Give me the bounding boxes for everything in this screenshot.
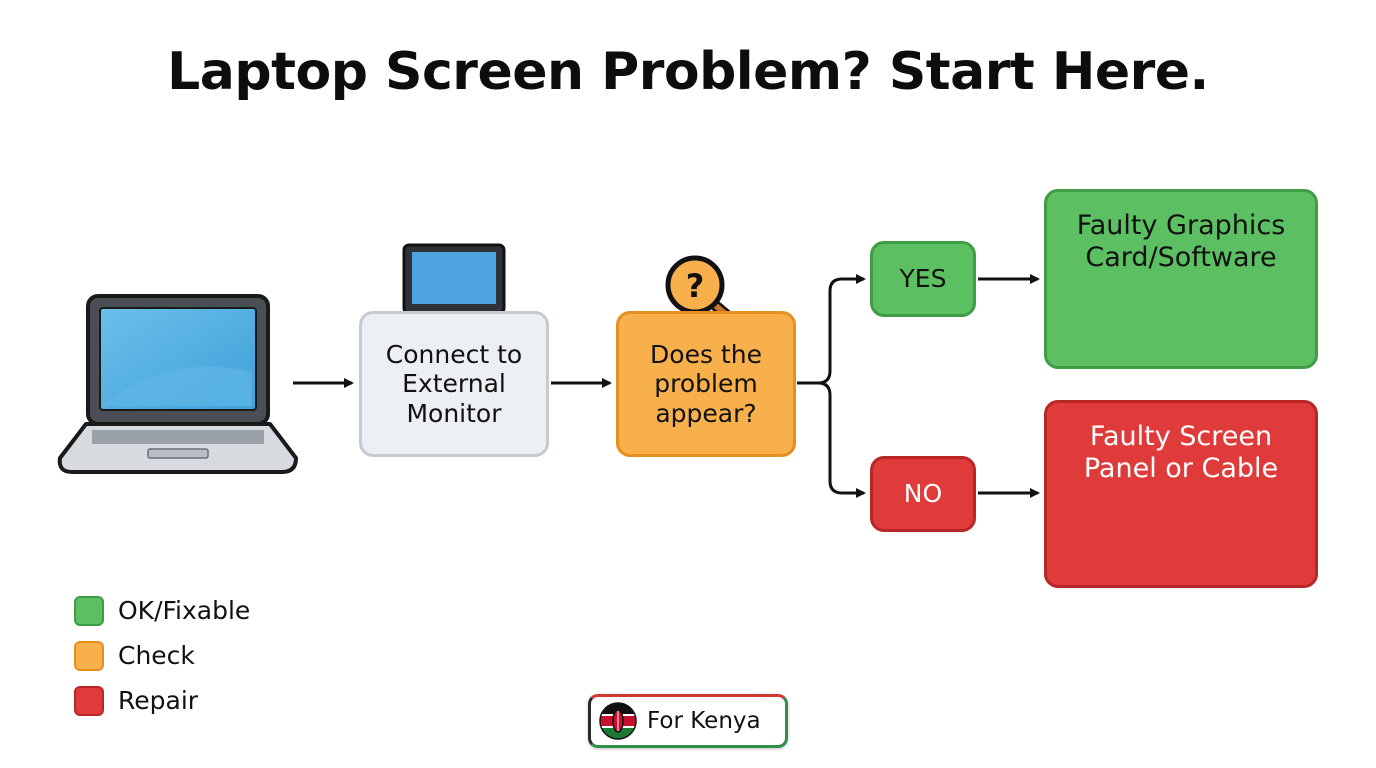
branch-no-label: NO <box>903 479 943 509</box>
arrow-question-to-yes <box>797 274 866 385</box>
legend-label-repair: Repair <box>118 686 199 715</box>
legend-item-repair: Repair <box>74 678 250 723</box>
result-faulty-screen-label: Faulty Screen Panel or Cable <box>1083 421 1279 484</box>
branch-no: NO <box>870 456 976 532</box>
legend-item-check: Check <box>74 633 250 678</box>
result-faulty-graphics: Faulty Graphics Card/Software <box>1044 189 1318 369</box>
step-connect-external-monitor: Connect to External Monitor <box>359 311 549 457</box>
badge-label: For Kenya <box>647 708 761 734</box>
branch-yes-label: YES <box>899 264 947 294</box>
result-faulty-graphics-label: Faulty Graphics Card/Software <box>1076 210 1286 273</box>
legend-item-ok: OK/Fixable <box>74 588 250 633</box>
arrow-question-to-no <box>817 381 866 498</box>
for-kenya-badge: For Kenya <box>588 694 788 748</box>
legend: OK/Fixable Check Repair <box>74 588 250 723</box>
branch-yes: YES <box>870 241 976 317</box>
legend-label-check: Check <box>118 641 195 670</box>
laptop-icon <box>57 294 298 474</box>
legend-swatch-red <box>74 685 104 716</box>
connector-arrows <box>293 274 1040 498</box>
legend-swatch-orange <box>74 640 104 671</box>
step-connect-label: Connect to External Monitor <box>385 339 523 428</box>
legend-label-ok: OK/Fixable <box>118 596 251 625</box>
svg-text:?: ? <box>686 267 705 305</box>
legend-swatch-green <box>74 595 104 626</box>
step-does-problem-appear: Does the problem appear? <box>616 311 796 457</box>
step-question-label: Does the problem appear? <box>650 339 762 428</box>
result-faulty-screen: Faulty Screen Panel or Cable <box>1044 400 1318 588</box>
kenya-flag-icon <box>599 702 637 740</box>
page-title: Laptop Screen Problem? Start Here. <box>167 42 1209 102</box>
